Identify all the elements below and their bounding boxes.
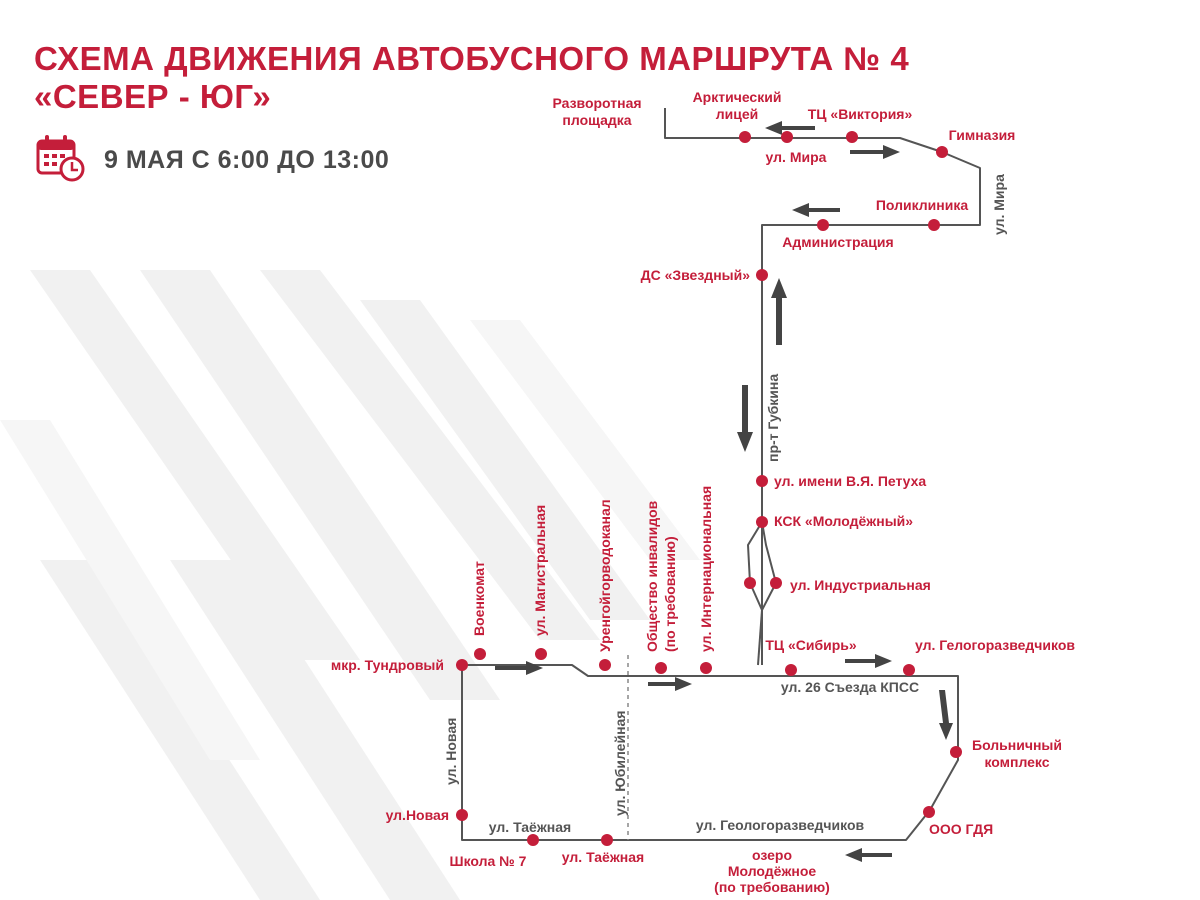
stop-label-turnaround: Разворотная <box>552 95 641 111</box>
arrow-up-icon <box>771 278 787 345</box>
stop-label-invalids: Общество инвалидов <box>644 500 660 652</box>
stop-dot <box>474 648 486 660</box>
stop-label-administration: Администрация <box>782 234 893 250</box>
stop-labels: Разворотная площадка Арктический лицей Т… <box>331 89 1076 895</box>
arrow-right-icon <box>648 677 692 691</box>
stop-label-victoria: ТЦ «Виктория» <box>808 106 913 122</box>
stop-dot <box>936 146 948 158</box>
stop-label-lyceum: Арктический <box>693 89 782 105</box>
stop-dot <box>923 806 935 818</box>
page-title: СХЕМА ДВИЖЕНИЯ АВТОБУСНОГО МАРШРУТА № 4 <box>34 40 910 77</box>
stop-dot <box>781 131 793 143</box>
street-label-novaya: ул. Новая <box>443 718 459 785</box>
street-label-gubkina: пр-т Губкина <box>765 374 781 462</box>
street-label-geologorazvedchikov: ул. Геологоразведчиков <box>696 817 865 833</box>
stop-label-turnaround: площадка <box>562 112 631 128</box>
stop-dot <box>744 577 756 589</box>
stop-dot <box>928 219 940 231</box>
arrow-down-icon <box>939 690 953 740</box>
stop-label-taezhnaya: ул. Таёжная <box>562 849 644 865</box>
stop-label-clinic: Поликлиника <box>876 197 969 213</box>
street-label-yubileynaya: ул. Юбилейная <box>612 711 628 816</box>
stop-dot <box>655 662 667 674</box>
stop-label-petukh: ул. имени В.Я. Петуха <box>774 473 926 489</box>
stop-label-hospital: комплекс <box>984 754 1049 770</box>
stop-dot <box>817 219 829 231</box>
stop-label-magistralnaya: ул. Магистральная <box>532 505 548 636</box>
stop-label-industrialnaya: ул. Индустриальная <box>790 577 931 593</box>
page-subtitle: «СЕВЕР - ЮГ» <box>34 78 272 115</box>
arrow-right-icon <box>495 661 543 675</box>
direction-arrows <box>495 121 953 862</box>
stop-label-school7: Школа № 7 <box>450 853 527 869</box>
route-line-north <box>664 108 981 665</box>
arrow-right-icon <box>850 145 900 159</box>
stop-label-lake: Молодёжное <box>728 863 817 879</box>
street-labels: ул. Мира пр-т Губкина ул. 26 Съезда КПСС… <box>443 174 1007 835</box>
stop-dot <box>770 577 782 589</box>
stop-dot <box>950 746 962 758</box>
arrow-left-icon <box>792 203 840 217</box>
stop-label-geologorazvedchikov-north: ул. Гелогоразведчиков <box>915 637 1075 653</box>
stop-dot <box>456 659 468 671</box>
street-label-mira: ул. Мира <box>991 174 1007 235</box>
stop-label-lake: озеро <box>752 847 792 863</box>
arrow-down-icon <box>737 385 753 452</box>
stop-label-vodokanal: Уренгойгорводоканал <box>597 499 613 652</box>
stop-label-novaya: ул.Новая <box>386 807 449 823</box>
stop-label-internatsionalnaya: ул. Интернациональная <box>698 486 714 652</box>
stop-label-sibir: ТЦ «Сибирь» <box>765 637 857 653</box>
stop-label-invalids: (по требованию) <box>662 536 678 652</box>
arrow-right-icon <box>845 654 892 668</box>
stop-dot <box>903 664 915 676</box>
schedule-date: 9 МАЯ С 6:00 ДО 13:00 <box>104 146 390 174</box>
stop-label-hospital: Больничный <box>972 737 1062 753</box>
arrow-left-icon <box>765 121 815 135</box>
stop-dot <box>739 131 751 143</box>
stop-dot <box>535 648 547 660</box>
calendar-clock-icon <box>36 135 85 182</box>
vertical-stop-labels: Военкомат ул. Магистральная Уренгойгорво… <box>471 486 714 652</box>
stop-dot <box>700 662 712 674</box>
stop-dot <box>601 834 613 846</box>
stop-label-mira: ул. Мира <box>766 149 827 165</box>
stop-label-gdu: ООО ГДЯ <box>929 821 993 837</box>
stop-dot <box>756 475 768 487</box>
stop-dot <box>846 131 858 143</box>
stop-dot <box>756 269 768 281</box>
stop-dot <box>756 516 768 528</box>
stop-label-gymnasium: Гимназия <box>949 127 1016 143</box>
stop-label-lyceum: лицей <box>716 106 759 122</box>
stop-dot <box>785 664 797 676</box>
stop-label-molodezhny: КСК «Молодёжный» <box>774 513 913 529</box>
stops <box>456 131 962 846</box>
arrow-left-icon <box>845 848 892 862</box>
stop-dot <box>456 809 468 821</box>
stop-label-zvezdny: ДС «Звездный» <box>641 267 751 283</box>
street-label-taezhnaya: ул. Таёжная <box>489 819 571 835</box>
route-gubkina-down <box>757 609 763 666</box>
stop-label-lake: (по требованию) <box>714 879 830 895</box>
stop-label-voenkomat: Военкомат <box>471 561 487 636</box>
stop-label-tundrovy: мкр. Тундровый <box>331 657 444 673</box>
street-label-kpss: ул. 26 Съезда КПСС <box>781 679 919 695</box>
stop-dot <box>527 834 539 846</box>
stop-dot <box>599 659 611 671</box>
